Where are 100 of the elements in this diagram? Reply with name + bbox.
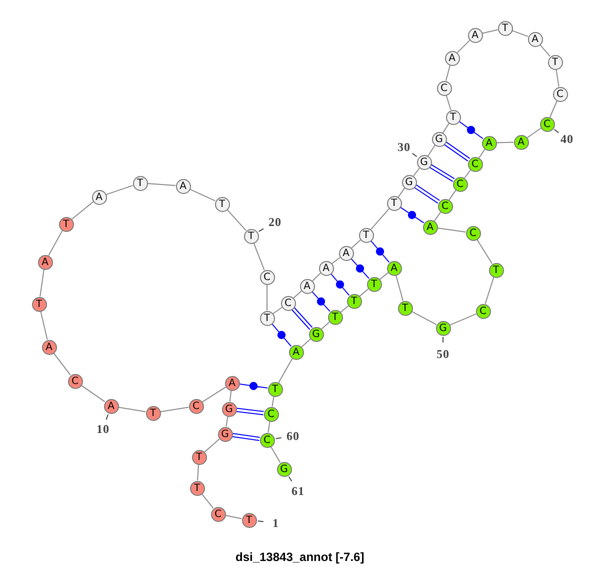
nucleotide-circle: A xyxy=(42,340,56,354)
backbone-line xyxy=(224,514,242,520)
backbone-line xyxy=(359,288,369,297)
backbone-line xyxy=(204,438,220,453)
nucleotide-circle: T xyxy=(244,228,258,244)
backbone-line xyxy=(464,170,471,178)
nucleotide-circle: T xyxy=(260,310,274,326)
nucleotide-circle: G xyxy=(218,426,232,442)
backbone-line xyxy=(340,305,349,313)
base-pair-line xyxy=(400,206,424,224)
backbone-line xyxy=(272,396,274,408)
nucleotide-circle: G xyxy=(436,320,450,336)
nucleotide-circle: G xyxy=(402,174,416,190)
base-pair-line xyxy=(414,184,440,204)
backbone-line xyxy=(496,142,514,144)
backbone-line xyxy=(293,290,302,298)
backbone-line xyxy=(526,128,542,138)
nucleotide-circle: T xyxy=(488,262,504,278)
base-pair-line xyxy=(271,323,292,347)
backbone-line xyxy=(312,272,322,282)
nucleotide-circle: A xyxy=(288,344,304,360)
position-number: 20 xyxy=(268,216,282,228)
nucleotide-circle: C xyxy=(540,116,554,132)
backbone-line xyxy=(201,493,214,509)
backbone-line xyxy=(53,352,71,376)
backbone-line xyxy=(436,228,466,232)
backbone-line xyxy=(476,238,493,264)
backbone-line xyxy=(370,208,390,230)
backbone-line xyxy=(379,272,389,280)
nucleotide-circle: A xyxy=(104,398,118,414)
nucleotide-circle: G xyxy=(276,462,292,476)
nucleotide-circle: A xyxy=(528,32,542,46)
backbone-line xyxy=(71,201,94,220)
nucleotide-circle: G xyxy=(416,154,432,170)
nucleotide-circle: T xyxy=(214,196,230,212)
nucleotide-circle: C xyxy=(264,406,278,422)
nucleotide-circle: T xyxy=(328,310,342,324)
backbone-line xyxy=(428,144,436,156)
nucleotide-circle: G xyxy=(432,132,446,146)
nucleotide-circle: T xyxy=(366,276,382,292)
nucleotide-circle: G xyxy=(308,326,324,342)
nucleotide-circle: T xyxy=(548,54,562,70)
backbone-line xyxy=(253,242,265,271)
base-pair-line xyxy=(444,141,470,162)
nucleotide-circle: T xyxy=(58,216,74,232)
backbone-line xyxy=(484,276,494,304)
backbone-line xyxy=(398,188,406,198)
backbone-line xyxy=(272,306,282,314)
nucleotide-circle: C xyxy=(210,506,226,522)
base-pair-line xyxy=(238,382,268,390)
nucleotide-circle: A xyxy=(514,134,528,150)
base-pair-line xyxy=(312,291,330,312)
nucleotide-circle: C xyxy=(280,296,296,310)
position-number: 10 xyxy=(96,423,110,435)
base-pair-line xyxy=(350,258,370,279)
backbone-line xyxy=(413,168,420,176)
backbone-line xyxy=(146,183,176,186)
backbone-line xyxy=(446,94,452,110)
backbone-line xyxy=(539,44,551,57)
backbone-line xyxy=(332,257,340,264)
base-pair-line xyxy=(291,307,313,330)
nucleotide-circle: A xyxy=(38,254,52,270)
backbone-line xyxy=(80,384,106,402)
backbone-line xyxy=(549,100,558,118)
backbone-line xyxy=(202,386,226,402)
nucleotide-circle: T xyxy=(446,110,460,124)
nucleotide-circle: T xyxy=(398,300,412,316)
backbone-line xyxy=(482,29,498,34)
nucleotide-circle: A xyxy=(482,136,496,150)
position-number: 1 xyxy=(272,517,279,529)
nucleotide-circle: T xyxy=(358,228,374,242)
base-pair-line xyxy=(429,164,455,182)
nucleotide-circle: A xyxy=(318,260,334,276)
nucleotide-circle: C xyxy=(552,86,568,102)
nucleotide-circle: C xyxy=(476,304,490,318)
nucleotide-circle: G xyxy=(222,402,236,416)
nucleotide-circle: T xyxy=(132,176,148,190)
position-number: 40 xyxy=(560,133,574,145)
nucleotide-circle: A xyxy=(422,220,438,234)
backbone-line xyxy=(270,446,281,464)
base-pair-line xyxy=(236,408,264,416)
backbone-line xyxy=(160,406,190,412)
nucleotide-circle: C xyxy=(436,80,452,96)
backbone-line xyxy=(434,212,442,222)
backbone-line xyxy=(226,416,228,428)
backbone-line xyxy=(478,148,486,158)
backbone-line xyxy=(351,240,361,248)
nucleotide-circle: T xyxy=(386,196,402,210)
nucleotide-circle: T xyxy=(498,20,512,36)
nucleotide-circle: T xyxy=(192,450,206,464)
nucleotide-circle: C xyxy=(468,156,482,172)
nucleotide-circle: T xyxy=(268,382,282,396)
backbone-line xyxy=(411,311,437,325)
backbone-line xyxy=(445,64,451,82)
position-number: 50 xyxy=(436,348,450,360)
backbone-line xyxy=(48,230,63,256)
base-pair-line xyxy=(458,120,484,140)
backbone-line xyxy=(266,284,268,311)
nucleotide-circle: A xyxy=(300,278,314,294)
backbone-line xyxy=(196,464,200,482)
